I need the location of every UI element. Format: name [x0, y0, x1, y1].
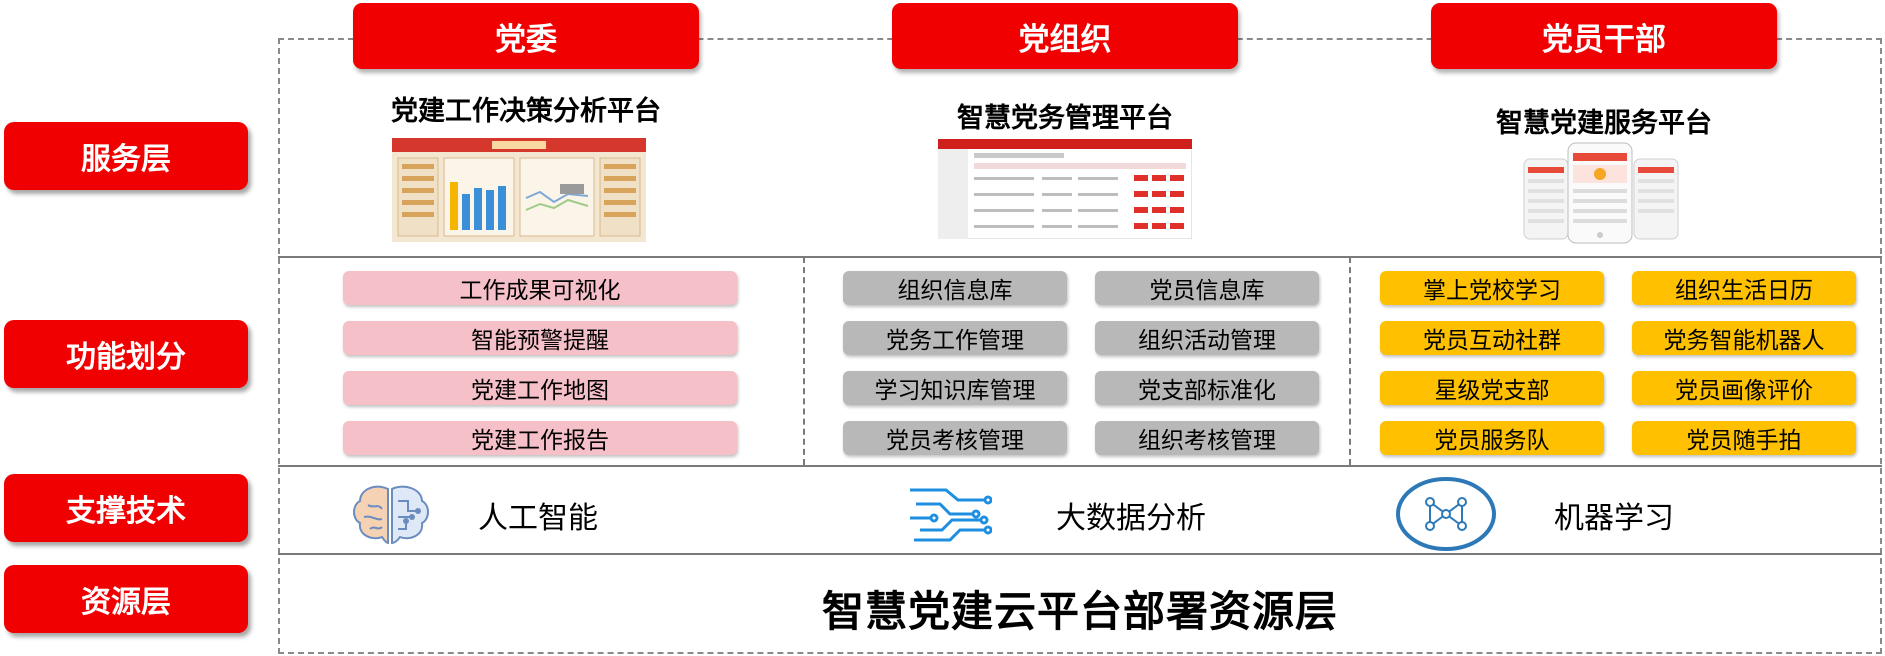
function-item: 学习知识库管理	[843, 371, 1067, 405]
platform-title-service: 智慧党建服务平台	[1496, 108, 1712, 139]
function-item: 党建工作报告	[343, 421, 737, 455]
function-item: 党员互动社群	[1380, 321, 1604, 355]
layer-label-support: 支撑技术	[4, 474, 248, 542]
mobile-screenshots-graphic	[1523, 142, 1679, 244]
platform-title-management: 智慧党务管理平台	[957, 103, 1173, 134]
divider-support-resource	[278, 553, 1882, 555]
tech-label-machine-learning: 机器学习	[1554, 501, 1674, 536]
function-item: 组织考核管理	[1095, 421, 1319, 455]
function-item: 党支部标准化	[1095, 371, 1319, 405]
function-item: 党建工作地图	[343, 371, 737, 405]
function-item: 党员考核管理	[843, 421, 1067, 455]
function-item: 组织信息库	[843, 271, 1067, 305]
column-header-party-organization: 党组织	[892, 3, 1238, 69]
management-screenshot-graphic	[938, 139, 1192, 239]
function-item: 掌上党校学习	[1380, 271, 1604, 305]
network-nodes-icon	[1394, 476, 1498, 552]
function-item: 党务工作管理	[843, 321, 1067, 355]
function-item: 星级党支部	[1380, 371, 1604, 405]
function-item: 党员随手拍	[1632, 421, 1856, 455]
column-header-party-members: 党员干部	[1431, 3, 1777, 69]
divider-function-support	[278, 465, 1882, 467]
brain-circuit-icon	[348, 481, 434, 547]
mobile-screenshots	[1520, 141, 1682, 245]
management-screenshot	[938, 139, 1192, 239]
dashboard-screenshot-graphic	[392, 138, 646, 242]
layer-label-function: 功能划分	[4, 320, 248, 388]
column-divider-1	[803, 257, 805, 465]
function-item: 党员信息库	[1095, 271, 1319, 305]
function-item: 组织生活日历	[1632, 271, 1856, 305]
column-divider-2	[1349, 257, 1351, 465]
layer-label-resource: 资源层	[4, 565, 248, 633]
dashboard-screenshot	[392, 138, 646, 242]
function-item: 组织活动管理	[1095, 321, 1319, 355]
tech-label-ai: 人工智能	[478, 501, 598, 536]
function-item: 智能预警提醒	[343, 321, 737, 355]
function-item: 工作成果可视化	[343, 271, 737, 305]
function-item: 党员服务队	[1380, 421, 1604, 455]
platform-title-decision: 党建工作决策分析平台	[391, 96, 661, 127]
resource-layer-title: 智慧党建云平台部署资源层	[821, 587, 1338, 636]
function-item: 党员画像评价	[1632, 371, 1856, 405]
column-header-party-committee: 党委	[353, 3, 699, 69]
layer-label-service: 服务层	[4, 122, 248, 190]
tech-label-big-data: 大数据分析	[1056, 501, 1206, 536]
function-item: 党务智能机器人	[1632, 321, 1856, 355]
data-circuit-icon	[906, 482, 993, 546]
divider-service-function	[278, 256, 1882, 258]
